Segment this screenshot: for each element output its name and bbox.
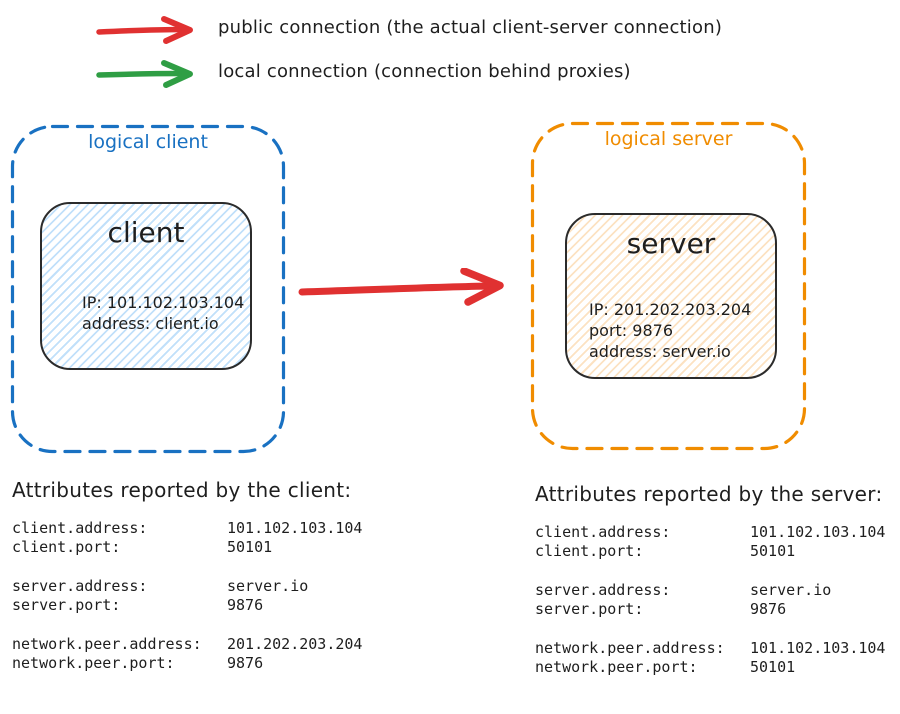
attr-value: server.io xyxy=(227,577,309,595)
local-connection-arrow-icon xyxy=(96,60,193,88)
attr-key: client.port: xyxy=(12,538,121,556)
server-ip-line: IP: 201.202.203.204 xyxy=(589,300,752,319)
legend-public-connection-label: public connection (the actual client-ser… xyxy=(218,17,723,38)
server-node-details: IP: 201.202.203.204 port: 9876 address: … xyxy=(589,299,751,362)
logical-client-label: logical client xyxy=(88,131,208,153)
attr-key: server.port: xyxy=(535,600,644,618)
attr-key: network.peer.port: xyxy=(535,658,698,676)
attr-key: network.peer.address: xyxy=(12,635,202,653)
public-connection-main-arrow xyxy=(298,268,504,306)
attr-key: client.port: xyxy=(535,542,644,560)
attr-value: 50101 xyxy=(227,538,273,556)
attr-row: client.port: 50101 xyxy=(12,538,432,557)
attr-key: client.address: xyxy=(12,519,148,537)
server-node-title: server xyxy=(626,227,716,260)
client-node-title: client xyxy=(107,216,185,249)
server-attributes-title: Attributes reported by the server: xyxy=(535,482,883,506)
client-attr-group-network-peer: network.peer.address: 201.202.203.204 ne… xyxy=(12,635,432,673)
attr-value: 9876 xyxy=(227,596,264,614)
logical-server-dashed-border xyxy=(530,121,807,451)
client-ip-line: IP: 101.102.103.104 xyxy=(82,293,245,312)
attr-row: network.peer.port: 9876 xyxy=(12,654,432,673)
client-attr-group-client: client.address: 101.102.103.104 client.p… xyxy=(12,519,432,557)
client-attr-group-server: server.address: server.io server.port: 9… xyxy=(12,577,432,615)
client-node-details: IP: 101.102.103.104 address: client.io xyxy=(82,292,244,334)
client-attributes-title: Attributes reported by the client: xyxy=(12,478,352,502)
attr-row: server.address: server.io xyxy=(535,581,900,600)
attr-key: network.peer.port: xyxy=(12,654,175,672)
logical-server-group: logical server server IP: 201.202.203.20… xyxy=(530,121,807,451)
server-port-line: port: 9876 xyxy=(589,321,673,340)
attr-key: server.port: xyxy=(12,596,121,614)
attr-row: server.port: 9876 xyxy=(12,596,432,615)
server-node: server IP: 201.202.203.204 port: 9876 ad… xyxy=(565,213,777,379)
attr-row: server.address: server.io xyxy=(12,577,432,596)
server-attr-group-server: server.address: server.io server.port: 9… xyxy=(535,581,900,619)
attr-value: 201.202.203.204 xyxy=(227,635,363,653)
attr-key: server.address: xyxy=(12,577,148,595)
attr-value: 101.102.103.104 xyxy=(750,523,886,541)
logical-client-dashed-border xyxy=(10,124,286,454)
attr-row: network.peer.port: 50101 xyxy=(535,658,900,677)
server-address-line: address: server.io xyxy=(589,342,731,361)
legend-local-connection-label: local connection (connection behind prox… xyxy=(218,61,631,82)
attr-row: client.address: 101.102.103.104 xyxy=(12,519,432,538)
server-attr-group-client: client.address: 101.102.103.104 client.p… xyxy=(535,523,900,561)
logical-server-label: logical server xyxy=(604,128,733,150)
attr-value: 50101 xyxy=(750,658,796,676)
attr-key: server.address: xyxy=(535,581,671,599)
attr-row: client.port: 50101 xyxy=(535,542,900,561)
attr-value: 101.102.103.104 xyxy=(227,519,363,537)
attr-value: 101.102.103.104 xyxy=(750,639,886,657)
attr-value: 9876 xyxy=(750,600,787,618)
client-node: client IP: 101.102.103.104 address: clie… xyxy=(40,202,252,370)
server-attributes-section: Attributes reported by the server: clien… xyxy=(535,482,900,697)
attr-row: client.address: 101.102.103.104 xyxy=(535,523,900,542)
attr-row: network.peer.address: 101.102.103.104 xyxy=(535,639,900,658)
attr-key: network.peer.address: xyxy=(535,639,725,657)
client-attributes-section: Attributes reported by the client: clien… xyxy=(12,478,432,693)
logical-client-group: logical client client IP: 101.102.103.10… xyxy=(10,124,286,454)
attr-value: 9876 xyxy=(227,654,264,672)
attr-key: client.address: xyxy=(535,523,671,541)
attr-value: server.io xyxy=(750,581,832,599)
attr-row: server.port: 9876 xyxy=(535,600,900,619)
server-attr-group-network-peer: network.peer.address: 101.102.103.104 ne… xyxy=(535,639,900,677)
client-address-line: address: client.io xyxy=(82,314,219,333)
attr-value: 50101 xyxy=(750,542,796,560)
public-connection-arrow-icon xyxy=(96,16,193,44)
attr-row: network.peer.address: 201.202.203.204 xyxy=(12,635,432,654)
